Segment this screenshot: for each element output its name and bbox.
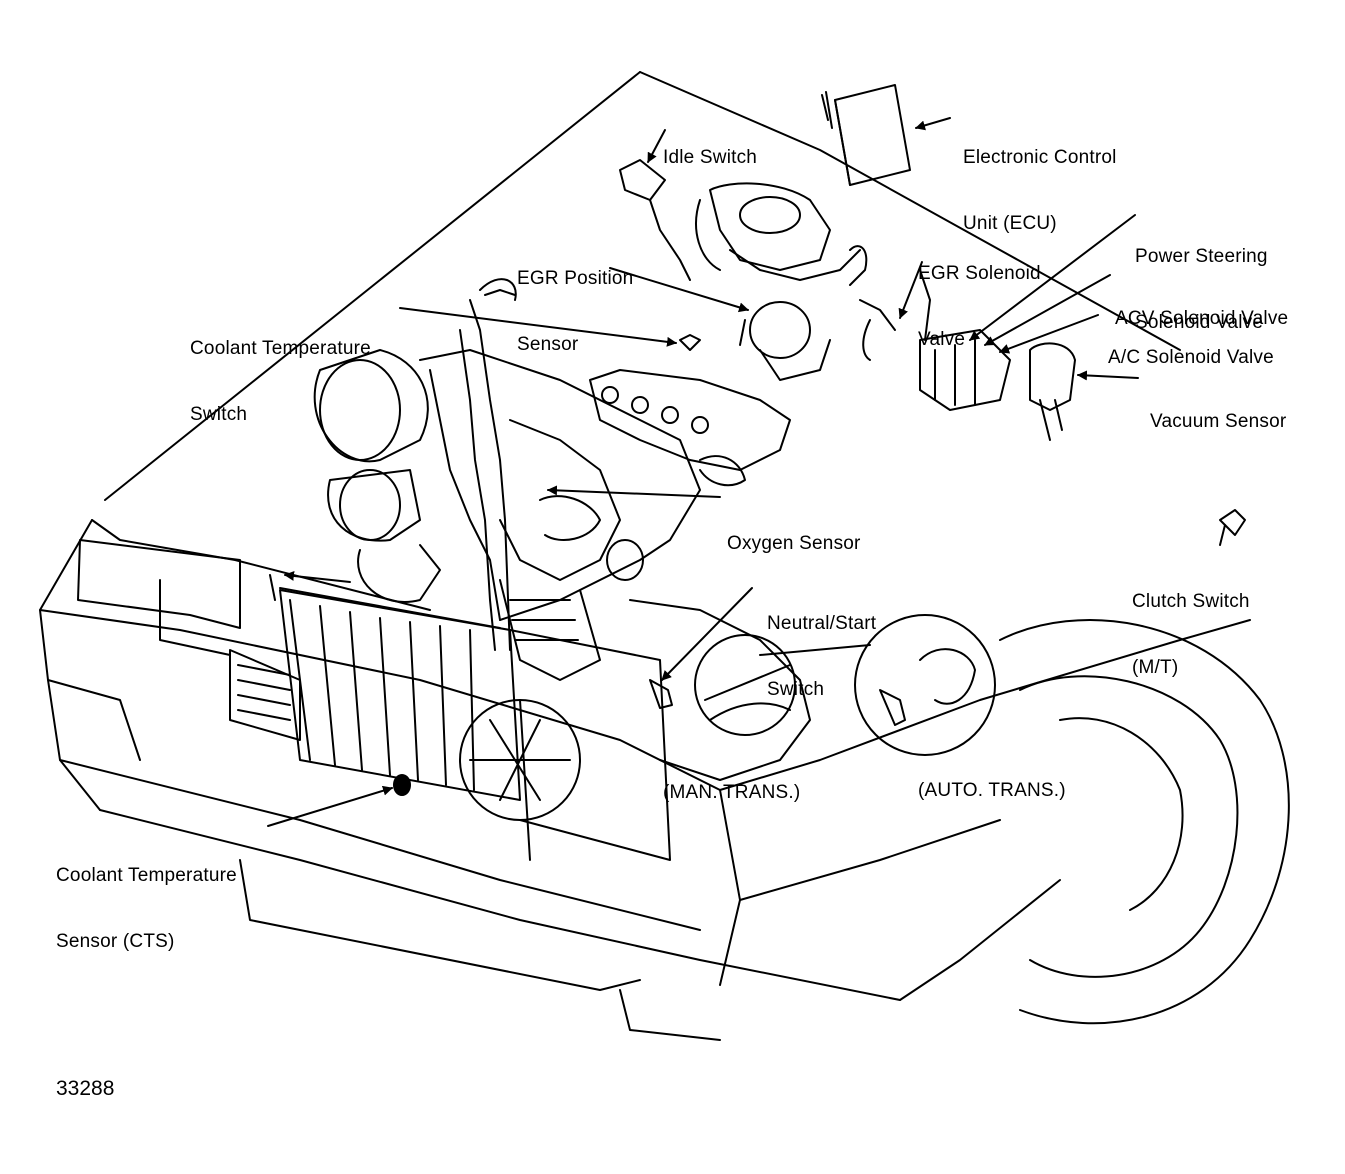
label-line: Clutch Switch (1132, 591, 1250, 612)
label-line: Power Steering (1135, 246, 1268, 267)
egr-position-sensor-part (739, 301, 831, 381)
label-coolant-temperature-sensor: Coolant Temperature Sensor (CTS) (56, 821, 237, 997)
engine-block (313, 278, 811, 861)
cts-part (393, 774, 411, 796)
label-line: Idle Switch (663, 147, 758, 168)
label-line: Neutral/Start (767, 613, 877, 634)
label-line: ACV Solenoid Valve (1115, 308, 1289, 329)
label-line: Coolant Temperature (190, 338, 371, 359)
trans-insets (649, 614, 996, 756)
label-egr-position-sensor: EGR Position Sensor (517, 224, 633, 400)
label-line: Sensor (517, 334, 579, 355)
label-line: A/C Solenoid Valve (1108, 347, 1274, 368)
label-clutch-switch: Clutch Switch (M/T) (1132, 547, 1250, 723)
leader-lines (267, 117, 1139, 827)
label-coolant-temperature-switch: Coolant Temperature Switch (190, 294, 371, 470)
throttle-body (619, 159, 868, 286)
label-line: Switch (767, 679, 825, 700)
label-line: Coolant Temperature (56, 865, 237, 886)
label-vacuum-sensor: Vacuum Sensor (1150, 367, 1286, 477)
label-man-trans: (MAN. TRANS.) (663, 738, 800, 848)
label-neutral-start-switch: Neutral/Start Switch (767, 569, 876, 745)
label-line: (AUTO. TRANS.) (918, 780, 1066, 801)
clutch-switch-part (1219, 509, 1246, 546)
label-line: (M/T) (1132, 657, 1179, 678)
radiator (269, 574, 671, 861)
label-egr-solenoid-valve: EGR Solenoid Valve (918, 219, 1041, 395)
label-line: Switch (190, 404, 248, 425)
figure-number: 33288 (56, 1077, 115, 1100)
label-ac-solenoid: A/C Solenoid Valve (1108, 303, 1274, 413)
label-line: Oxygen Sensor (727, 533, 861, 554)
label-line: Sensor (CTS) (56, 931, 175, 952)
label-line: Solenoid Valve (1135, 312, 1264, 333)
label-auto-trans: (AUTO. TRANS.) (918, 736, 1066, 846)
label-ecu: Electronic Control Unit (ECU) (963, 103, 1117, 279)
label-oxygen-sensor: Oxygen Sensor (727, 489, 861, 599)
coolant-switch-part (484, 289, 701, 351)
ecu-module (821, 84, 911, 186)
label-line: Unit (ECU) (963, 213, 1057, 234)
label-power-steering-solenoid: Power Steering Solenoid Valve (1135, 202, 1268, 378)
solenoid-cluster (859, 269, 1076, 441)
label-line: EGR Position (517, 268, 634, 289)
label-line: Electronic Control (963, 147, 1117, 168)
label-acv-solenoid: ACV Solenoid Valve (1115, 264, 1288, 374)
label-line: (MAN. TRANS.) (663, 782, 801, 803)
label-line: EGR Solenoid (918, 263, 1041, 284)
label-line: Vacuum Sensor (1150, 411, 1287, 432)
label-idle-switch: Idle Switch (663, 103, 757, 213)
car-body (39, 71, 1290, 1041)
label-line: Valve (918, 329, 966, 350)
